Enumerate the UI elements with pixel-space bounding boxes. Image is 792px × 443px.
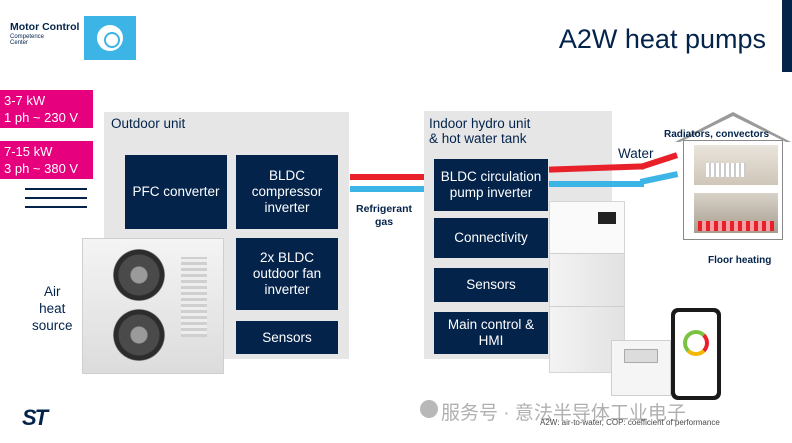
power-line (25, 206, 87, 208)
circulation-pump-inverter-block: BLDC circulation pump inverter (434, 159, 548, 211)
motor-control-logo-icon (97, 25, 123, 51)
wechat-icon (420, 400, 438, 418)
refrigerant-gas-label: Refrigerant gas (350, 203, 418, 229)
power-label-single-phase: 3-7 kW 1 ph ~ 230 V (0, 90, 93, 128)
main-control-hmi-block: Main control & HMI (434, 312, 548, 354)
grill-icon (181, 257, 207, 337)
accent-bar (782, 0, 792, 72)
pfc-converter-block: PFC converter (125, 155, 227, 229)
gauge-icon (683, 330, 709, 356)
water-pipe-cold (549, 181, 644, 187)
footnote: A2W: air-to-water, COP: coefficient of p… (540, 418, 720, 427)
power-voltage: 3 ph ~ 380 V (4, 160, 93, 177)
power-label-three-phase: 7-15 kW 3 ph ~ 380 V (0, 141, 93, 179)
floor-heating-coil-icon (698, 221, 774, 231)
refrigerant-pipe-hot (350, 174, 424, 180)
outdoor-unit-label: Outdoor unit (111, 116, 185, 131)
radiators-convectors-label: Radiators, convectors (664, 129, 769, 140)
smartphone-app-image (671, 308, 721, 400)
fan-icon (113, 249, 165, 301)
floor-heating-label: Floor heating (708, 255, 771, 266)
air-heat-source-label: Air heat source (32, 283, 73, 334)
house-illustration (683, 140, 783, 240)
water-pipe-cold-riser (640, 171, 678, 185)
radiator-icon (706, 163, 746, 177)
hydro-unit-top (550, 202, 624, 254)
phone-screen (675, 312, 717, 396)
power-line (25, 188, 87, 190)
compressor-inverter-block: BLDC compressor inverter (236, 155, 338, 229)
page-title: A2W heat pumps (559, 24, 766, 55)
logo-subtitle-2: Center (10, 40, 82, 47)
fan-icon (113, 309, 165, 361)
power-voltage: 1 ph ~ 230 V (4, 109, 93, 126)
thermostat-screen (624, 349, 658, 363)
power-range: 7-15 kW (4, 143, 93, 160)
fan-inverter-block: 2x BLDC outdoor fan inverter (236, 238, 338, 310)
logo-title: Motor Control (10, 22, 82, 34)
indoor-sensors-block: Sensors (434, 268, 548, 302)
refrigerant-pipe-cold (350, 186, 424, 192)
indoor-unit-label: Indoor hydro unit & hot water tank (429, 116, 530, 146)
outdoor-sensors-block: Sensors (236, 321, 338, 354)
logo-subtitle-1: Competence (10, 34, 82, 41)
water-label: Water (618, 146, 654, 161)
thermostat-image (611, 340, 671, 396)
outdoor-heat-pump-image (82, 238, 224, 374)
power-range: 3-7 kW (4, 92, 93, 109)
connectivity-block: Connectivity (434, 218, 548, 258)
st-logo: ST (22, 405, 46, 431)
logo-text: Motor Control Competence Center (10, 22, 82, 47)
power-line (25, 197, 87, 199)
tank-separator (550, 306, 624, 307)
